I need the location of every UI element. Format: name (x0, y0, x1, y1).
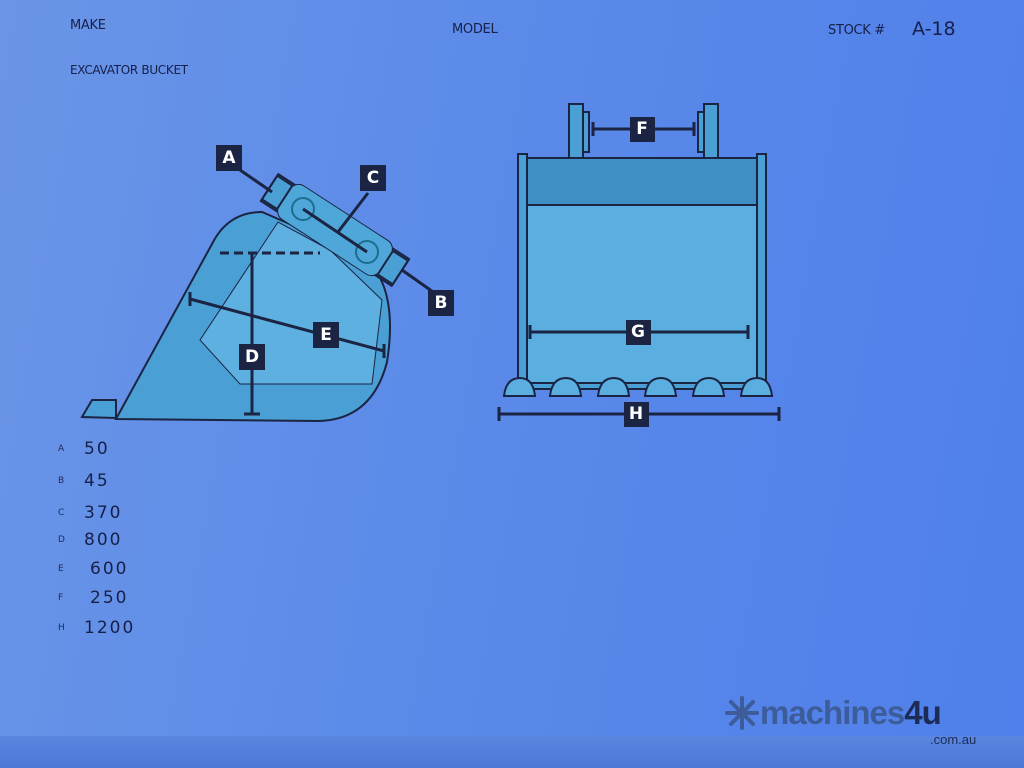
dimension-value: 600 (90, 559, 129, 579)
side-post-left (517, 153, 528, 387)
dimension-key: D (58, 535, 65, 545)
page-edge-shadow (0, 736, 1024, 768)
dimension-key: B (58, 476, 65, 486)
dimension-key: A (58, 444, 65, 454)
watermark-logo: machines4u .com.au (724, 694, 994, 750)
side-post-right (756, 153, 767, 387)
front-view (497, 103, 781, 421)
make-label: MAKE (70, 18, 106, 33)
dimension-row-h: H 1200 (58, 617, 135, 639)
dimension-value: 1200 (84, 618, 136, 638)
label-g: G (626, 320, 651, 345)
dimension-value: 800 (84, 530, 123, 550)
dimension-row-a: A 50 (58, 438, 110, 460)
svg-text:A: A (222, 148, 236, 168)
bucket-tooth (80, 399, 117, 420)
model-label: MODEL (452, 22, 498, 37)
watermark-domain: .com.au (930, 732, 977, 747)
svg-text:C: C (367, 168, 379, 188)
snowflake-icon (725, 696, 759, 730)
item-description: EXCAVATOR BUCKET (70, 63, 188, 77)
svg-text:E: E (320, 325, 332, 345)
ear-left (568, 103, 584, 167)
dimension-row-c: C 370 (58, 502, 122, 524)
dimension-value: 370 (84, 503, 123, 523)
label-e: E (313, 322, 339, 348)
dimension-row-e: E 600 (58, 558, 128, 580)
ear-right (703, 103, 719, 167)
body-panel (526, 204, 758, 384)
dimension-row-b: B 45 (58, 470, 110, 492)
top-band (526, 157, 758, 206)
dimension-value: 250 (90, 588, 129, 608)
svg-text:B: B (435, 293, 448, 313)
label-b: B (428, 290, 454, 316)
dimension-row-d: D 800 (58, 529, 122, 551)
dimension-key: H (58, 623, 65, 633)
pin-a (291, 197, 315, 221)
label-h: H (624, 402, 649, 427)
dimension-key: C (58, 508, 65, 518)
teeth (502, 376, 774, 397)
side-view (80, 168, 437, 423)
pin-b (355, 240, 379, 264)
dimension-key: F (58, 593, 64, 603)
watermark-brand: machines4u (760, 694, 942, 731)
svg-text:F: F (636, 119, 648, 139)
stock-label: STOCK # (828, 23, 885, 38)
label-f: F (630, 117, 655, 142)
svg-text:G: G (631, 322, 645, 342)
svg-text:D: D (245, 347, 259, 367)
svg-text:H: H (629, 404, 643, 424)
label-a: A (216, 145, 242, 171)
label-c: C (360, 165, 386, 191)
label-d: D (239, 344, 265, 370)
dimension-value: 45 (84, 471, 110, 491)
stock-value: A-18 (912, 18, 956, 40)
dimension-row-f: F 250 (58, 587, 128, 609)
dimension-key: E (58, 564, 64, 574)
dimension-value: 50 (84, 439, 110, 459)
dimension-e-line (189, 297, 385, 353)
